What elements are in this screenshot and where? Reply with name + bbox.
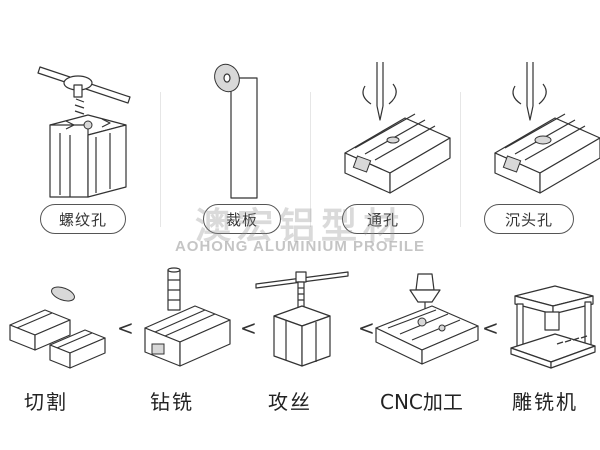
- plate-cutting-illustration: [214, 63, 258, 199]
- label-drilling-milling: 钻铣: [150, 390, 194, 414]
- through-hole-illustration: [344, 62, 451, 194]
- watermark-brand-cn: 澳宏铝型材: [194, 206, 405, 247]
- separator-arrow: <: [358, 316, 375, 340]
- cnc-machining-illustration: [375, 273, 479, 365]
- cutting-illustration: [9, 286, 106, 369]
- label-cutting: 切割: [24, 390, 68, 414]
- tapping-illustration: [255, 271, 349, 367]
- label-engraving-machine: 雕铣机: [512, 390, 578, 414]
- label-threaded-hole: 螺纹孔: [40, 204, 126, 234]
- label-plate-cutting: 裁板: [203, 204, 281, 234]
- divider: [160, 92, 161, 227]
- engraving-machine-illustration: [510, 285, 596, 369]
- divider: [460, 92, 461, 227]
- drilling-illustration: [144, 267, 231, 367]
- label-tapping: 攻丝: [268, 390, 312, 414]
- divider: [310, 92, 311, 227]
- threaded-hole-illustration: [37, 66, 131, 198]
- separator-arrow: <: [482, 316, 499, 340]
- watermark-brand-en: AOHONG ALUMINIUM PROFILE: [174, 238, 426, 255]
- label-countersunk-hole: 沉头孔: [484, 204, 574, 234]
- countersunk-hole-illustration: [494, 62, 600, 194]
- separator-arrow: <: [117, 316, 134, 340]
- label-cnc-machining: CNC加工: [380, 390, 463, 414]
- label-through-hole: 通孔: [342, 204, 424, 234]
- separator-arrow: <: [240, 316, 257, 340]
